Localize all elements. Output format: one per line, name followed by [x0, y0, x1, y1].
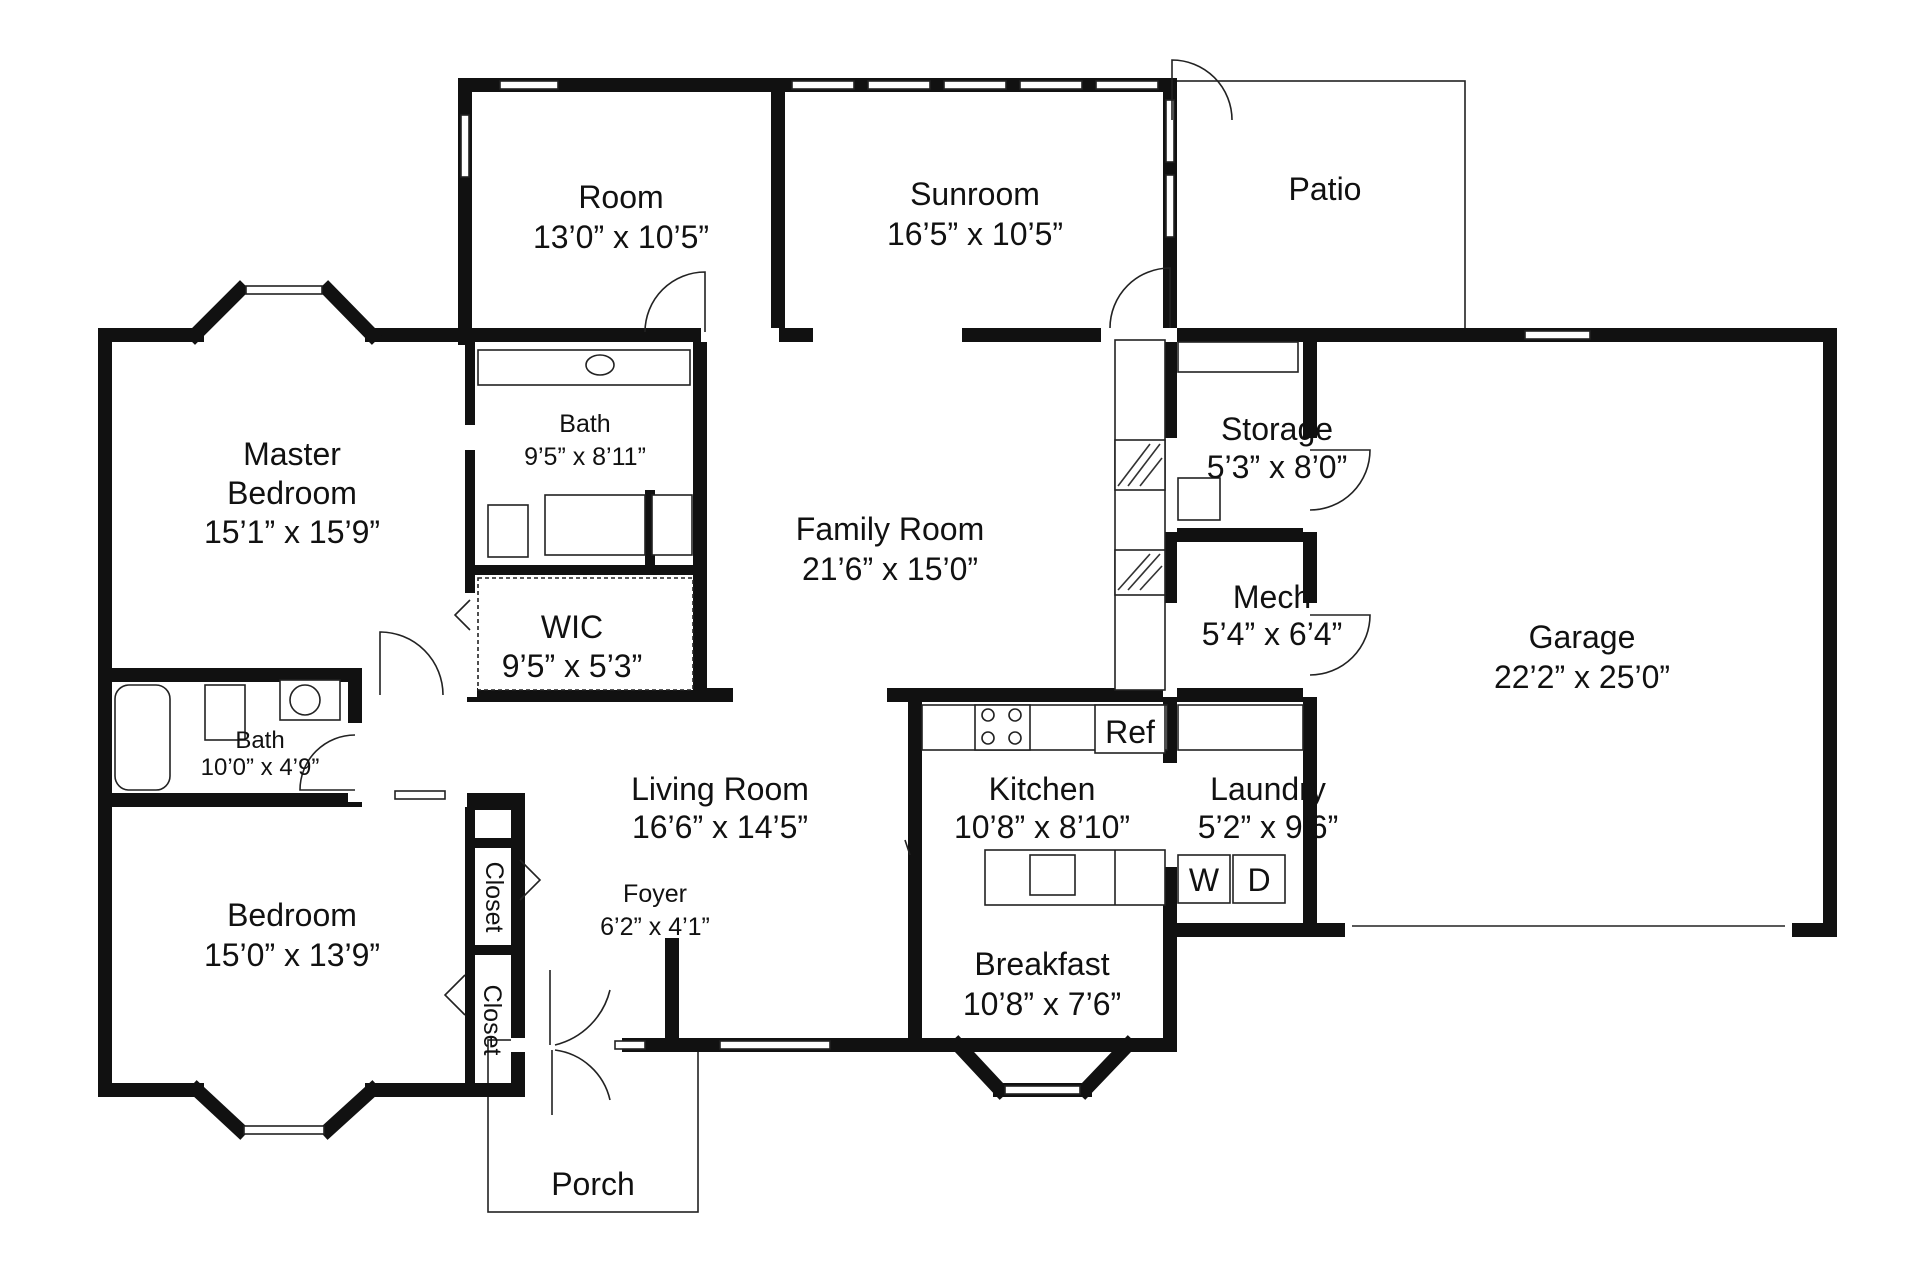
- sunroom-name: Sunroom: [910, 176, 1040, 212]
- bedroom-name: Bedroom: [227, 897, 357, 933]
- sunroom-dims: 16’5” x 10’5”: [887, 216, 1063, 252]
- storage-fixtures: [1177, 341, 1299, 521]
- washer: [1177, 854, 1231, 904]
- refrigerator-label: Ref: [1105, 714, 1155, 750]
- kitchen-fixtures: Ref: [921, 704, 1168, 906]
- wic-shelving: [477, 577, 694, 691]
- closet-1-name: Closet: [480, 862, 508, 933]
- toilet-icon: [487, 504, 529, 558]
- room-name: Room: [578, 179, 663, 215]
- breakfast-dims: 10’8” x 7’6”: [963, 986, 1121, 1022]
- laundry-name: Laundry: [1210, 771, 1326, 807]
- utility-sink-icon: [1177, 477, 1221, 521]
- room-label-breakfast: Breakfast 10’8” x 7’6”: [963, 946, 1121, 1022]
- breakfast-name: Breakfast: [974, 946, 1109, 982]
- laundry-fixtures: W D: [1177, 704, 1304, 904]
- bedroom-dims: 15’0” x 13’9”: [204, 937, 380, 973]
- garage-name: Garage: [1529, 619, 1636, 655]
- room-label-wic: WIC 9’5” x 5’3”: [502, 609, 643, 684]
- storage-name: Storage: [1221, 411, 1333, 447]
- doors: [299, 59, 1371, 1115]
- room-label-room: Room 13’0” x 10’5”: [533, 179, 709, 255]
- mech-name: Mech: [1233, 579, 1311, 615]
- room-label-bedroom: Bedroom 15’0” x 13’9”: [204, 897, 380, 973]
- hall-bath-dims: 10’0” x 4’9”: [201, 754, 320, 781]
- sink-icon: [289, 684, 321, 716]
- washer-label: W: [1189, 862, 1220, 898]
- room-label-garage: Garage 22’2” x 25’0”: [1494, 619, 1670, 695]
- room-label-family-room: Family Room 21’6” x 15’0”: [796, 511, 984, 587]
- closet-2-name: Closet: [478, 985, 506, 1056]
- room-label-hall-bath: Bath 10’0” x 4’9”: [201, 727, 320, 781]
- master-bedroom-name-1: Master: [243, 436, 341, 472]
- dryer: [1232, 854, 1286, 904]
- master-bedroom-name-2: Bedroom: [227, 475, 357, 511]
- living-room-name: Living Room: [631, 771, 809, 807]
- refrigerator: [1094, 704, 1166, 754]
- master-bath-fixtures: [477, 349, 693, 558]
- family-room-dims: 21’6” x 15’0”: [802, 551, 978, 587]
- foyer-name: Foyer: [623, 880, 687, 908]
- porch-name: Porch: [551, 1166, 635, 1202]
- master-bath-name: Bath: [559, 410, 610, 438]
- room-dims: 13’0” x 10’5”: [533, 219, 709, 255]
- foyer-dims: 6’2” x 4’1”: [600, 913, 710, 941]
- room-label-living-room: Living Room 16’6” x 14’5”: [631, 771, 809, 845]
- room-label-sunroom: Sunroom 16’5” x 10’5”: [887, 176, 1063, 252]
- openings: [348, 328, 1792, 1052]
- kitchen-dims: 10’8” x 8’10”: [954, 809, 1130, 845]
- dryer-label: D: [1247, 862, 1270, 898]
- living-room-dims: 16’6” x 14’5”: [632, 809, 808, 845]
- master-bath-dims: 9’5” x 8’11”: [524, 443, 646, 471]
- room-label-storage: Storage 5’3” x 8’0”: [1207, 411, 1348, 485]
- room-label-foyer: Foyer 6’2” x 4’1”: [600, 880, 710, 941]
- patio-name: Patio: [1289, 171, 1362, 207]
- room-label-mech: Mech 5’4” x 6’4”: [1202, 579, 1343, 652]
- room-label-kitchen: Kitchen 10’8” x 8’10”: [954, 771, 1130, 845]
- family-room-name: Family Room: [796, 511, 984, 547]
- windows: [243, 80, 1591, 1135]
- room-labels: Room 13’0” x 10’5” Sunroom 16’5” x 10’5”…: [201, 171, 1670, 1202]
- storage-dims: 5’3” x 8’0”: [1207, 449, 1348, 485]
- garage-dims: 22’2” x 25’0”: [1494, 659, 1670, 695]
- toilet-icon: [204, 684, 246, 741]
- room-label-laundry: Laundry 5’2” x 9’6”: [1198, 771, 1339, 845]
- wic-dims: 9’5” x 5’3”: [502, 648, 643, 684]
- room-label-master-bedroom: Master Bedroom 15’1” x 15’9”: [204, 436, 380, 550]
- wic-name: WIC: [541, 609, 603, 645]
- hall-bath-fixtures: [114, 679, 341, 791]
- laundry-dims: 5’2” x 9’6”: [1198, 809, 1339, 845]
- kitchen-name: Kitchen: [989, 771, 1096, 807]
- hall-bath-name: Bath: [235, 727, 284, 754]
- sink-icon: [585, 354, 615, 376]
- fireplace: [1114, 339, 1166, 691]
- room-label-master-bath: Bath 9’5” x 8’11”: [524, 410, 646, 471]
- master-bedroom-dims: 15’1” x 15’9”: [204, 514, 380, 550]
- mech-dims: 5’4” x 6’4”: [1202, 616, 1343, 652]
- bathtub-icon: [114, 684, 171, 791]
